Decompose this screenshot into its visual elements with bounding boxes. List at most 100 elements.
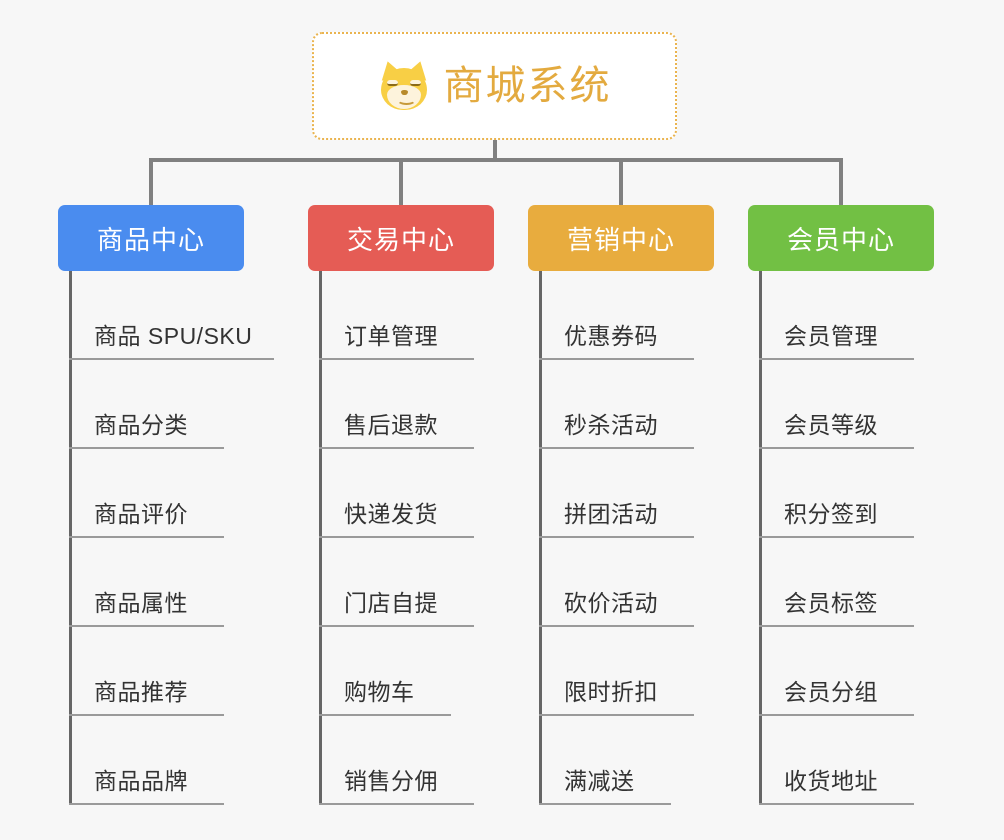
leaf-item-underline: [759, 625, 914, 627]
leaf-item-label: 砍价活动: [564, 590, 658, 616]
leaf-item-label: 拼团活动: [564, 501, 658, 527]
connector-horizontal-bus: [149, 158, 843, 162]
leaf-item[interactable]: 门店自提: [308, 538, 494, 627]
leaf-list-member-center: 会员管理会员等级积分签到会员标签会员分组收货地址: [748, 271, 934, 805]
connector-drop-marketing-center: [619, 158, 623, 205]
leaf-item-label: 收货地址: [784, 768, 878, 794]
dog-eye-right-icon: [409, 80, 421, 86]
leaf-item-underline: [69, 625, 224, 627]
leaf-item-label: 商品评价: [94, 501, 188, 527]
leaf-item-label: 秒杀活动: [564, 412, 658, 438]
leaf-item[interactable]: 销售分佣: [308, 716, 494, 805]
leaf-list-trade-center: 订单管理售后退款快递发货门店自提购物车销售分佣: [308, 271, 494, 805]
connector-drop-product-center: [149, 158, 153, 205]
leaf-item-underline: [539, 803, 671, 805]
category-header-trade-center[interactable]: 交易中心: [308, 205, 494, 271]
dog-mouth-icon: [396, 95, 416, 105]
leaf-item-label: 快递发货: [344, 501, 438, 527]
leaf-item[interactable]: 商品品牌: [58, 716, 252, 805]
leaf-list-marketing-center: 优惠券码秒杀活动拼团活动砍价活动限时折扣满减送: [528, 271, 714, 805]
leaf-item-underline: [69, 714, 224, 716]
leaf-item-label: 销售分佣: [344, 768, 438, 794]
leaf-item-underline: [69, 803, 224, 805]
column-spine: [319, 271, 322, 805]
connector-root-stem: [492, 140, 497, 162]
leaf-item[interactable]: 商品属性: [58, 538, 252, 627]
category-header-product-center[interactable]: 商品中心: [58, 205, 244, 271]
shiba-inu-dog-icon: [376, 58, 431, 112]
category-header-member-center[interactable]: 会员中心: [748, 205, 934, 271]
leaf-item[interactable]: 收货地址: [748, 716, 934, 805]
leaf-item[interactable]: 优惠券码: [528, 271, 714, 360]
leaf-item-label: 订单管理: [344, 323, 438, 349]
leaf-item-underline: [759, 358, 914, 360]
leaf-item[interactable]: 快递发货: [308, 449, 494, 538]
leaf-item[interactable]: 会员等级: [748, 360, 934, 449]
leaf-item-underline: [319, 714, 451, 716]
leaf-item[interactable]: 售后退款: [308, 360, 494, 449]
connector-drop-trade-center: [399, 158, 403, 205]
category-column-marketing-center: 营销中心优惠券码秒杀活动拼团活动砍价活动限时折扣满减送: [528, 205, 714, 805]
leaf-item[interactable]: 商品评价: [58, 449, 252, 538]
leaf-item-underline: [319, 358, 474, 360]
leaf-item[interactable]: 会员标签: [748, 538, 934, 627]
leaf-item[interactable]: 拼团活动: [528, 449, 714, 538]
column-spine: [539, 271, 542, 805]
leaf-item-underline: [69, 447, 224, 449]
leaf-item[interactable]: 商品推荐: [58, 627, 252, 716]
leaf-item-label: 商品属性: [94, 590, 188, 616]
root-node-mall-system[interactable]: 商城系统: [312, 32, 677, 140]
leaf-item-label: 会员分组: [784, 679, 878, 705]
leaf-item-label: 会员管理: [784, 323, 878, 349]
column-spine: [759, 271, 762, 805]
leaf-item-underline: [69, 358, 274, 360]
leaf-item-underline: [759, 803, 914, 805]
category-column-product-center: 商品中心商品 SPU/SKU 商品分类商品评价商品属性商品推荐商品品牌: [58, 205, 274, 805]
leaf-item-underline: [539, 625, 694, 627]
leaf-item[interactable]: 秒杀活动: [528, 360, 714, 449]
leaf-item-label: 会员标签: [784, 590, 878, 616]
leaf-item-label: 会员等级: [784, 412, 878, 438]
leaf-item-underline: [759, 536, 914, 538]
leaf-item[interactable]: 满减送: [528, 716, 714, 805]
leaf-item[interactable]: 商品分类: [58, 360, 252, 449]
leaf-item-label: 商品分类: [94, 412, 188, 438]
leaf-item-underline: [319, 803, 474, 805]
leaf-item[interactable]: 限时折扣: [528, 627, 714, 716]
leaf-item[interactable]: 积分签到: [748, 449, 934, 538]
leaf-item-underline: [539, 358, 694, 360]
leaf-item-label: 商品 SPU/SKU: [94, 323, 253, 349]
category-column-trade-center: 交易中心订单管理售后退款快递发货门店自提购物车销售分佣: [308, 205, 494, 805]
leaf-item-underline: [539, 536, 694, 538]
leaf-item-label: 积分签到: [784, 501, 878, 527]
leaf-item-underline: [759, 447, 914, 449]
leaf-item[interactable]: 会员管理: [748, 271, 934, 360]
category-header-marketing-center[interactable]: 营销中心: [528, 205, 714, 271]
leaf-item[interactable]: 订单管理: [308, 271, 494, 360]
leaf-item-underline: [319, 536, 474, 538]
leaf-item-underline: [69, 536, 224, 538]
category-column-member-center: 会员中心会员管理会员等级积分签到会员标签会员分组收货地址: [748, 205, 934, 805]
leaf-item-underline: [319, 625, 474, 627]
leaf-item-label: 商品品牌: [94, 768, 188, 794]
leaf-item-label: 满减送: [564, 768, 635, 794]
leaf-list-product-center: 商品 SPU/SKU 商品分类商品评价商品属性商品推荐商品品牌: [58, 271, 274, 805]
leaf-item-label: 售后退款: [344, 412, 438, 438]
leaf-item-underline: [539, 447, 694, 449]
leaf-item-label: 限时折扣: [564, 679, 658, 705]
column-spine: [69, 271, 72, 805]
leaf-item-label: 商品推荐: [94, 679, 188, 705]
dog-nose-icon: [400, 90, 408, 95]
leaf-item[interactable]: 会员分组: [748, 627, 934, 716]
connector-drop-member-center: [839, 158, 843, 205]
root-node-label: 商城系统: [443, 64, 612, 108]
leaf-item-underline: [319, 447, 474, 449]
leaf-item-underline: [539, 714, 694, 716]
leaf-item[interactable]: 商品 SPU/SKU: [58, 271, 274, 360]
dog-eye-left-icon: [386, 80, 398, 86]
leaf-item-label: 购物车: [344, 679, 415, 705]
leaf-item[interactable]: 砍价活动: [528, 538, 714, 627]
leaf-item[interactable]: 购物车: [308, 627, 494, 716]
leaf-item-label: 优惠券码: [564, 323, 658, 349]
